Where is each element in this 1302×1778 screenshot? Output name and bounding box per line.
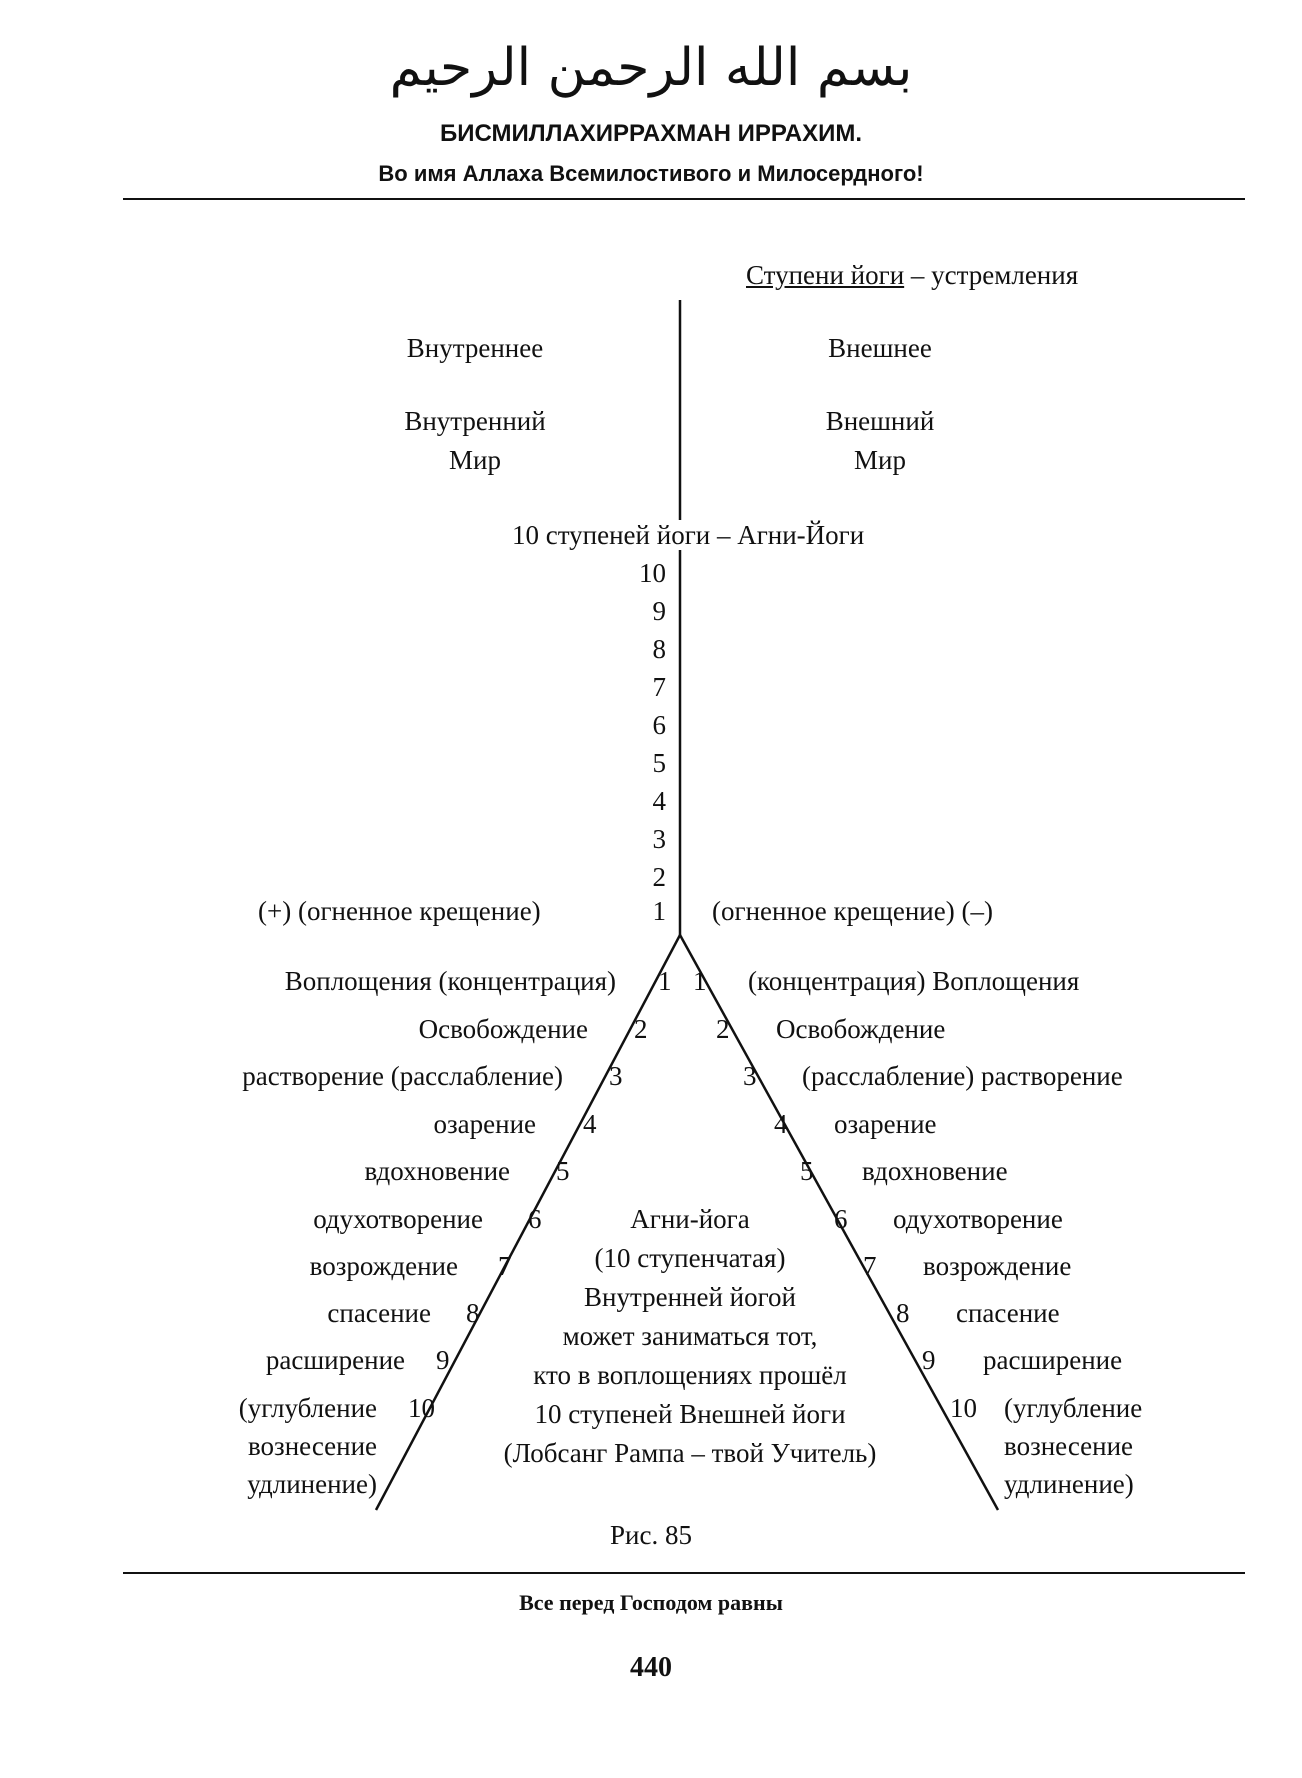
left-label-4: озарение <box>433 1109 536 1139</box>
left-label-9: расширение <box>265 1345 405 1375</box>
inner-world-line2: Мир <box>449 445 501 475</box>
right-label-3: (расслабление) растворение <box>802 1061 1123 1091</box>
left-number-4: 4 <box>583 1109 597 1139</box>
page-header-subtitle: Во имя Аллаха Всемилостивого и Милосердн… <box>378 161 924 186</box>
page-number: 440 <box>630 1652 672 1683</box>
vertical-number-6: 6 <box>652 710 667 740</box>
left-number-10: 10 <box>408 1393 435 1423</box>
footer-text: Все перед Господом равны <box>519 1590 783 1615</box>
center-text-line-6: 10 ступеней Внешней йоги <box>534 1399 846 1429</box>
vertical-number-5: 5 <box>652 748 667 778</box>
outer-world-line2: Мир <box>854 445 906 475</box>
right-number-2: 2 <box>716 1014 730 1044</box>
page-header-title: БИСМИЛЛАХИРРАХМАН ИРРАХИМ. <box>439 120 862 147</box>
left-number-2: 2 <box>634 1014 648 1044</box>
footer-rule <box>123 1572 1245 1574</box>
right-number-6: 6 <box>834 1204 848 1234</box>
center-text-line-5: кто в воплощениях прошёл <box>533 1360 847 1390</box>
left-label-2: Освобождение <box>418 1014 588 1044</box>
center-text-line-2: (10 ступенчатая) <box>594 1243 786 1273</box>
center-text-line-3: Внутренней йогой <box>584 1282 796 1312</box>
diagram-heading: Ступени йоги – устремления <box>746 260 1078 290</box>
left-number-9: 9 <box>436 1345 450 1375</box>
header-rule <box>123 198 1245 200</box>
baptism-left-label: (+) (огненное крещение) <box>258 896 541 926</box>
baptism-right-label: (огненное крещение) (–) <box>712 896 993 926</box>
center-text-line-7: (Лобсанг Рампа – твой Учитель) <box>503 1438 877 1468</box>
vertical-number-9: 9 <box>652 596 667 626</box>
left-label-7: возрождение <box>309 1251 458 1281</box>
inner-label: Внутреннее <box>406 333 544 363</box>
right-label-7: возрождение <box>923 1251 1072 1281</box>
vertical-number-4: 4 <box>652 786 667 816</box>
right-number-10: 10 <box>950 1393 977 1423</box>
vertical-number-3: 3 <box>652 824 667 854</box>
left-label-10: (углубление <box>238 1393 377 1423</box>
right-number-5: 5 <box>800 1156 814 1186</box>
right-branch-line <box>678 934 1000 1511</box>
heading-underlined: Ступени йоги <box>746 260 905 290</box>
right-label-9: расширение <box>983 1345 1123 1375</box>
left-branch-line <box>374 934 682 1511</box>
outer-world-line1: Внешний <box>825 406 935 436</box>
center-text-line-1: Агни-йога <box>630 1204 750 1234</box>
right-label-8: спасение <box>956 1298 1060 1328</box>
right-number-8: 8 <box>896 1298 910 1328</box>
right-number-4: 4 <box>774 1109 788 1139</box>
left-number-7: 7 <box>498 1251 512 1281</box>
left-number-8: 8 <box>466 1298 480 1328</box>
left-label-3: растворение (расслабление) <box>242 1061 563 1091</box>
right-number-1: 1 <box>693 966 707 996</box>
left-number-6: 6 <box>528 1204 542 1234</box>
vertical-number-10: 10 <box>639 558 666 588</box>
figure-caption: Рис. 85 <box>610 1520 692 1550</box>
right-number-3: 3 <box>743 1061 757 1091</box>
right-tail-2: удлинение) <box>1004 1469 1134 1499</box>
left-number-5: 5 <box>556 1156 570 1186</box>
steps-title: 10 ступеней йоги – Агни-Йоги <box>512 520 865 550</box>
right-label-6: одухотворение <box>893 1204 1063 1234</box>
left-label-8: спасение <box>327 1298 431 1328</box>
right-label-10: (углубление <box>1004 1393 1143 1423</box>
right-tail-1: вознесение <box>1004 1431 1134 1461</box>
left-number-1: 1 <box>658 966 672 996</box>
vertical-number-2: 2 <box>652 862 667 892</box>
vertical-number-8: 8 <box>652 634 667 664</box>
vertical-number-1: 1 <box>652 896 667 926</box>
left-number-3: 3 <box>609 1061 623 1091</box>
right-label-1: (концентрация) Воплощения <box>748 966 1080 996</box>
center-text-line-4: может заниматься тот, <box>562 1321 818 1351</box>
left-label-1: Воплощения (концентрация) <box>284 966 616 996</box>
left-tail-1: вознесение <box>247 1431 377 1461</box>
right-label-4: озарение <box>834 1109 937 1139</box>
heading-rest: – устремления <box>904 260 1079 290</box>
left-label-6: одухотворение <box>313 1204 483 1234</box>
vertical-number-7: 7 <box>652 672 667 702</box>
right-number-7: 7 <box>863 1251 877 1281</box>
bismillah-calligraphy: بسم الله الرحمن الرحيم <box>389 38 913 98</box>
right-label-2: Освобождение <box>776 1014 946 1044</box>
left-label-5: вдохновение <box>364 1156 510 1186</box>
inner-world-line1: Внутренний <box>404 406 546 436</box>
right-label-5: вдохновение <box>862 1156 1008 1186</box>
right-number-9: 9 <box>922 1345 936 1375</box>
outer-label: Внешнее <box>828 333 932 363</box>
left-tail-2: удлинение) <box>247 1469 377 1499</box>
